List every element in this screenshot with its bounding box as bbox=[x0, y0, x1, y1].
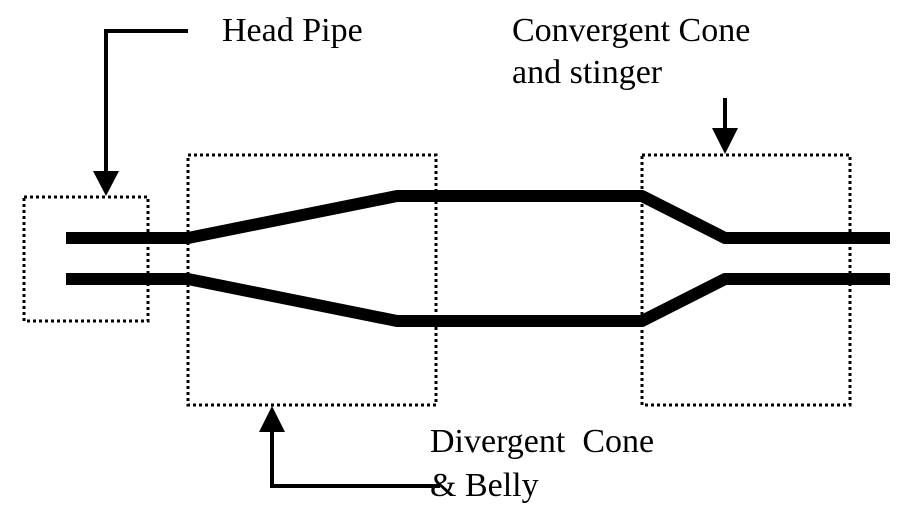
divergent-cone-leader-line bbox=[270, 428, 440, 488]
divergent-cone-label-line1: Divergent Cone bbox=[430, 423, 654, 460]
head-pipe-label: Head Pipe bbox=[222, 12, 363, 49]
head-pipe-leader-line bbox=[104, 29, 188, 175]
convergent-cone-label-line1: Convergent Cone bbox=[512, 12, 750, 49]
head-pipe-arrowhead bbox=[93, 171, 119, 196]
convergent-cone-arrowhead bbox=[712, 128, 738, 154]
pipe-lower-wall bbox=[66, 273, 890, 327]
convergent-cone-label-line2: and stinger bbox=[512, 54, 663, 91]
head-pipe-section-box bbox=[22, 195, 150, 323]
pipe-upper-wall bbox=[66, 190, 890, 244]
divergent-cone-label-line2: & Belly bbox=[430, 467, 539, 504]
divergent-cone-arrowhead bbox=[259, 406, 285, 432]
